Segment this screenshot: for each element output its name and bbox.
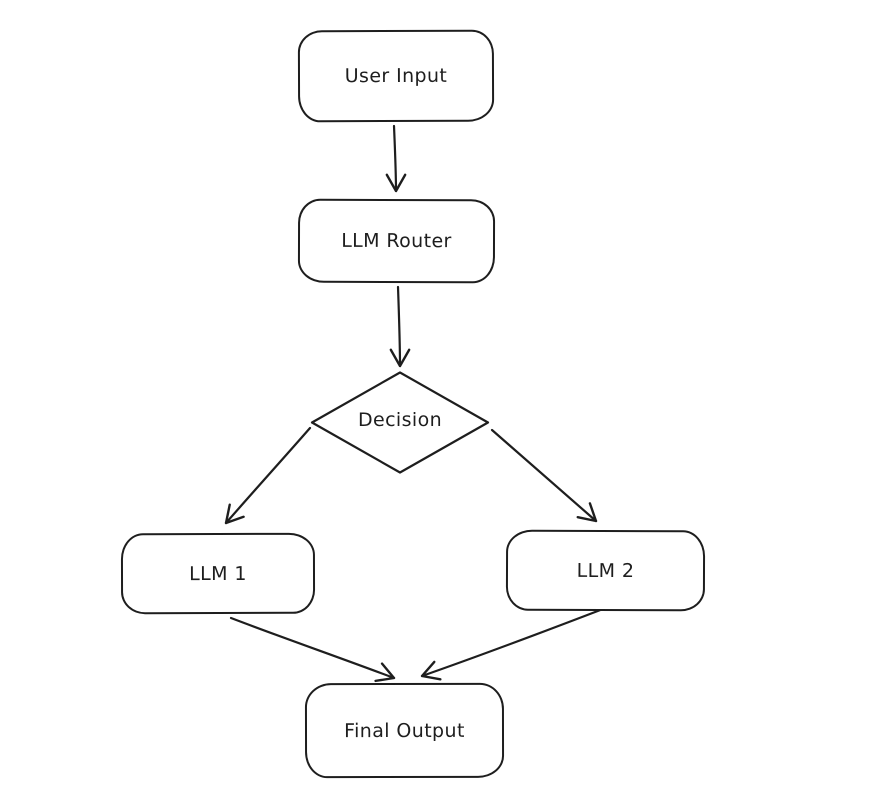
edge-llm-router-to-decision — [389, 285, 411, 368]
node-llm-1: LLM 1 — [120, 532, 316, 615]
edge-llm-2-to-final-output — [420, 607, 605, 681]
node-llm-2: LLM 2 — [505, 529, 706, 612]
node-llm-router-label: LLM Router — [341, 229, 452, 253]
node-llm-1-label: LLM 1 — [189, 562, 247, 585]
node-final-output: Final Output — [304, 682, 505, 779]
node-decision-label-wrap: Decision — [330, 409, 470, 431]
edge-llm-1-to-final-output — [229, 616, 396, 683]
edge-decision-to-llm-1 — [224, 426, 312, 525]
node-final-output-label: Final Output — [344, 719, 465, 742]
node-llm-2-label: LLM 2 — [576, 559, 635, 582]
node-decision-shape — [310, 371, 490, 474]
node-user-input: User Input — [297, 29, 495, 123]
node-decision-label: Decision — [357, 409, 443, 431]
node-llm-router: LLM Router — [297, 198, 496, 284]
edge-user-input-to-llm-router — [385, 124, 407, 193]
node-user-input-label: User Input — [344, 64, 448, 88]
edge-decision-to-llm-2 — [490, 428, 598, 523]
